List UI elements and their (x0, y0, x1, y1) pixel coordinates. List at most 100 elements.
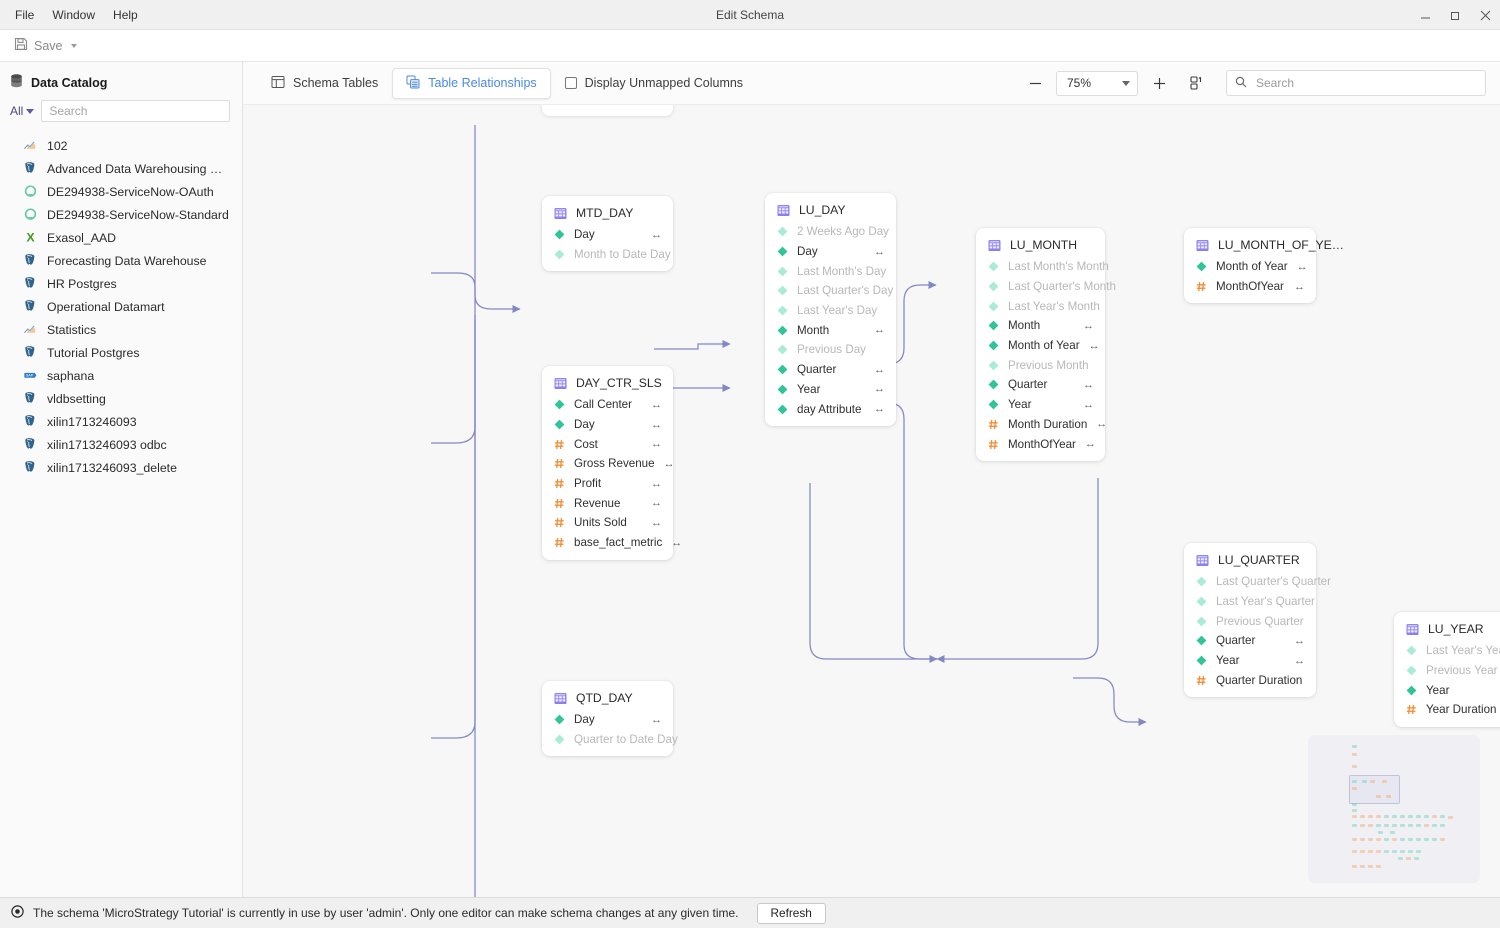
column-row[interactable]: Last Year's Month (976, 296, 1105, 316)
relationship-handle-icon[interactable]: ↔ (651, 497, 662, 510)
catalog-filter-dropdown[interactable]: All (10, 104, 35, 118)
relationship-handle-icon[interactable]: ↔ (651, 438, 662, 451)
relationship-handle-icon[interactable]: ↔ (651, 713, 662, 726)
relationship-handle-icon[interactable]: ↔ (874, 383, 885, 396)
relationship-handle-icon[interactable]: ↔ (874, 363, 885, 376)
relationship-handle-icon[interactable]: ↔ (651, 477, 662, 490)
column-row[interactable]: Units Sold↔ (542, 513, 673, 533)
catalog-item[interactable]: DE294938-ServiceNow-Standard (0, 203, 242, 226)
relationship-handle-icon[interactable]: ↔ (1296, 260, 1308, 273)
fit-to-screen-icon[interactable] (1184, 70, 1212, 96)
menu-file[interactable]: File (15, 7, 35, 22)
column-row[interactable]: MonthOfYear↔ (976, 434, 1105, 454)
catalog-item[interactable]: Tutorial Postgres (0, 341, 242, 364)
column-row[interactable]: Day↔ (542, 225, 673, 245)
canvas-search-input[interactable] (1254, 75, 1477, 91)
catalog-item[interactable]: Statistics (0, 318, 242, 341)
relationship-handle-icon[interactable]: ↔ (874, 403, 885, 416)
column-row[interactable]: MonthOfYear↔ (1184, 277, 1316, 297)
relationship-handle-icon[interactable]: ↔ (1096, 418, 1107, 431)
relationship-handle-icon[interactable]: ↔ (1294, 280, 1305, 293)
catalog-item[interactable]: Advanced Data Warehousing War… (0, 157, 242, 180)
catalog-item[interactable]: HR Postgres (0, 272, 242, 295)
column-row[interactable]: Month Duration↔ (976, 415, 1107, 435)
column-row[interactable]: Year Duration (1394, 700, 1500, 720)
column-row[interactable]: Revenue↔ (542, 493, 673, 513)
column-row[interactable]: Last Quarter's Month (976, 277, 1116, 297)
column-row[interactable]: Last Year's Quarter (1184, 592, 1316, 612)
column-row[interactable]: Year↔ (1394, 680, 1500, 700)
column-row[interactable]: Quarter Duration (1184, 670, 1316, 690)
column-row[interactable]: Quarter↔ (976, 375, 1105, 395)
column-row[interactable]: Gross Revenue↔ (542, 454, 675, 474)
column-row[interactable]: Year↔ (765, 380, 896, 400)
zoom-level-select[interactable]: 75% (1056, 70, 1138, 96)
column-row[interactable]: Last Quarter's Quarter (1184, 572, 1331, 592)
column-row[interactable]: Year↔ (976, 395, 1105, 415)
menu-help[interactable]: Help (113, 7, 138, 22)
column-row[interactable]: Quarter↔ (1184, 631, 1316, 651)
column-row[interactable]: Month of Year↔ (976, 336, 1105, 356)
relationship-handle-icon[interactable]: ↔ (1083, 378, 1094, 391)
catalog-item[interactable]: DE294938-ServiceNow-OAuth (0, 180, 242, 203)
minimap[interactable] (1308, 735, 1480, 883)
relationship-handle-icon[interactable]: ↔ (1084, 438, 1096, 451)
catalog-item[interactable]: xilin1713246093_delete (0, 456, 242, 479)
minimize-icon[interactable] (1410, 0, 1440, 30)
partial-table-card-top[interactable] (542, 105, 673, 116)
column-row[interactable]: Month to Date Day (542, 245, 673, 265)
column-row[interactable]: Day↔ (765, 242, 896, 262)
catalog-search-input[interactable] (41, 100, 230, 122)
relationship-handle-icon[interactable]: ↔ (651, 516, 662, 529)
maximize-icon[interactable] (1440, 0, 1470, 30)
column-row[interactable]: Profit↔ (542, 474, 673, 494)
catalog-item[interactable]: xilin1713246093 odbc (0, 433, 242, 456)
close-icon[interactable] (1470, 0, 1500, 30)
column-row[interactable]: Previous Quarter (1184, 611, 1316, 631)
table-card[interactable]: LU_MONTH_OF_YE…Month of Year↔MonthOfYear… (1184, 228, 1344, 304)
display-unmapped-columns-checkbox[interactable]: Display Unmapped Columns (564, 76, 743, 90)
relationship-handle-icon[interactable]: ↔ (1083, 319, 1094, 332)
column-row[interactable]: Last Year's Day (765, 301, 896, 321)
column-row[interactable]: Year↔ (1184, 651, 1316, 671)
column-row[interactable]: day Attribute↔ (765, 399, 896, 419)
column-row[interactable]: Day↔ (542, 415, 673, 435)
relationship-handle-icon[interactable]: ↔ (651, 228, 662, 241)
column-row[interactable]: Month↔ (976, 316, 1105, 336)
relationship-handle-icon[interactable]: ↔ (671, 536, 682, 549)
column-row[interactable]: Last Year's Year (1394, 641, 1500, 661)
column-row[interactable]: Previous Month (976, 355, 1105, 375)
relationship-handle-icon[interactable]: ↔ (1088, 339, 1100, 352)
column-row[interactable]: base_fact_metric↔ (542, 533, 682, 553)
column-row[interactable]: Day↔ (542, 710, 673, 730)
column-row[interactable]: Call Center↔ (542, 395, 673, 415)
zoom-out-button[interactable] (1022, 70, 1048, 96)
relationship-handle-icon[interactable]: ↔ (874, 245, 885, 258)
tab-table-relationships[interactable]: Table Relationships (392, 67, 551, 99)
catalog-item[interactable]: Forecasting Data Warehouse (0, 249, 242, 272)
column-row[interactable]: Last Quarter's Day (765, 281, 896, 301)
catalog-item[interactable]: vldbsetting (0, 387, 242, 410)
relationship-handle-icon[interactable]: ↔ (1294, 654, 1305, 667)
relationship-handle-icon[interactable]: ↔ (651, 418, 662, 431)
column-row[interactable]: 2 Weeks Ago Day (765, 222, 896, 242)
catalog-item[interactable]: xilin1713246093 (0, 410, 242, 433)
zoom-in-button[interactable] (1146, 70, 1172, 96)
minimap-viewport[interactable] (1349, 775, 1400, 804)
chevron-down-icon[interactable] (70, 43, 77, 48)
relationship-handle-icon[interactable]: ↔ (874, 324, 885, 337)
relationship-handle-icon[interactable]: ↔ (1083, 398, 1094, 411)
column-row[interactable]: Last Month's Day (765, 261, 896, 281)
column-row[interactable]: Quarter↔ (765, 360, 896, 380)
refresh-button[interactable]: Refresh (756, 902, 826, 924)
menu-window[interactable]: Window (52, 7, 96, 22)
column-row[interactable]: Last Month's Month (976, 257, 1109, 277)
tab-schema-tables[interactable]: Schema Tables (257, 68, 392, 99)
